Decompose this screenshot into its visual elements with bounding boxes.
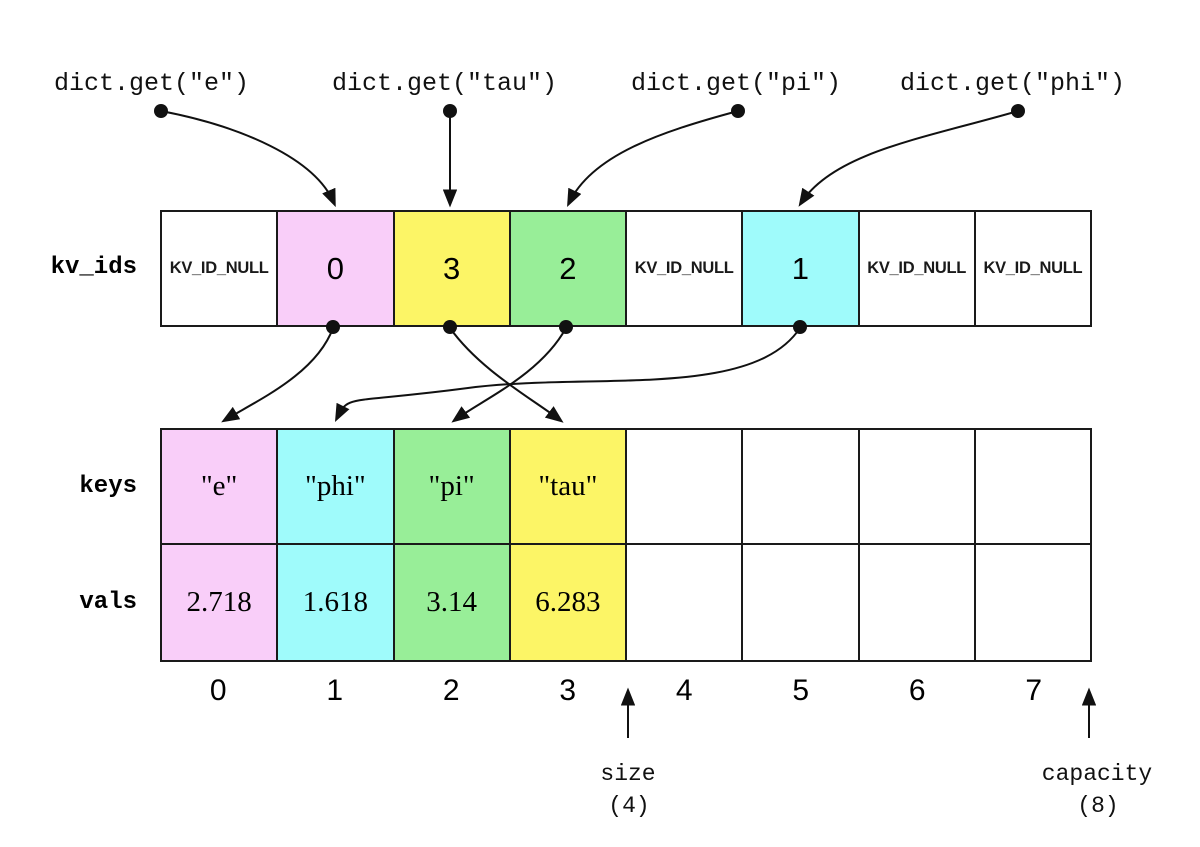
kv-ids-cell-1: 0 <box>276 212 393 325</box>
slot-index-2: 2 <box>442 674 460 707</box>
vals-array: 2.718 1.618 3.14 6.283 <box>160 543 1092 662</box>
arrow-kvid1-to-key1 <box>334 327 801 423</box>
keys-cell-1: "phi" <box>276 430 393 543</box>
arrow-kvid3-to-key3 <box>449 327 564 423</box>
slot-indices: 0 1 2 3 4 5 6 7 <box>160 674 1092 708</box>
keys-cell-3: "tau" <box>508 430 625 543</box>
query-label-phi: dict.get("phi") <box>900 69 1126 98</box>
kv-ids-cell-4: KV_ID_NULL <box>625 212 742 325</box>
keys-array: "e" "phi" "pi" "tau" <box>160 428 1092 545</box>
kv-ids-cell-6: KV_ID_NULL <box>857 212 974 325</box>
query-label-tau: dict.get("tau") <box>332 69 558 98</box>
kv-ids-cell-7: KV_ID_NULL <box>973 212 1090 325</box>
capacity-label: capacity <box>1041 761 1153 787</box>
slot-index-1: 1 <box>326 674 344 707</box>
slot-index-3: 3 <box>559 674 577 707</box>
arrow-kvid2-to-key2 <box>451 327 567 423</box>
slot-index-4: 4 <box>675 674 693 707</box>
arrow-kvid0-to-key0 <box>221 327 334 423</box>
vals-cell-6 <box>857 545 974 660</box>
kv-ids-cell-0: KV_ID_NULL <box>162 212 277 325</box>
kv-ids-cell-3: 2 <box>508 212 625 325</box>
keys-cell-4 <box>625 430 742 543</box>
vals-row-label: vals <box>79 589 137 616</box>
vals-cell-1: 1.618 <box>276 545 393 660</box>
slot-index-6: 6 <box>908 674 926 707</box>
slot-index-5: 5 <box>792 674 810 707</box>
kv-ids-cell-5: 1 <box>741 212 858 325</box>
vals-cell-5 <box>741 545 858 660</box>
vals-cell-4 <box>625 545 742 660</box>
keys-row-label: keys <box>79 473 137 500</box>
vals-cell-3: 6.283 <box>508 545 625 660</box>
size-label: size <box>600 761 656 787</box>
query-label-e: dict.get("e") <box>54 69 250 98</box>
keys-cell-2: "pi" <box>392 430 509 543</box>
kv-ids-array: KV_ID_NULL 0 3 2 KV_ID_NULL 1 KV_ID_NULL… <box>160 210 1092 327</box>
slot-index-7: 7 <box>1025 674 1043 707</box>
keys-cell-7 <box>973 430 1090 543</box>
dot-query-pi <box>731 104 745 118</box>
size-value: (4) <box>608 793 650 819</box>
arrow-get-e-to-kvid1 <box>160 110 336 208</box>
keys-cell-6 <box>857 430 974 543</box>
vals-cell-0: 2.718 <box>162 545 277 660</box>
keys-cell-0: "e" <box>162 430 277 543</box>
arrow-get-phi-to-kvid5 <box>798 110 1019 207</box>
dot-query-e <box>154 104 168 118</box>
dot-query-phi <box>1011 104 1025 118</box>
keys-cell-5 <box>741 430 858 543</box>
vals-cell-2: 3.14 <box>392 545 509 660</box>
kv-ids-cell-2: 3 <box>392 212 509 325</box>
kv-ids-row-label: kv_ids <box>50 254 137 281</box>
query-label-pi: dict.get("pi") <box>631 69 842 98</box>
arrow-get-pi-to-kvid3 <box>567 110 739 208</box>
dot-query-tau <box>443 104 457 118</box>
vals-cell-7 <box>973 545 1090 660</box>
slot-index-0: 0 <box>209 674 227 707</box>
capacity-value: (8) <box>1077 793 1119 819</box>
